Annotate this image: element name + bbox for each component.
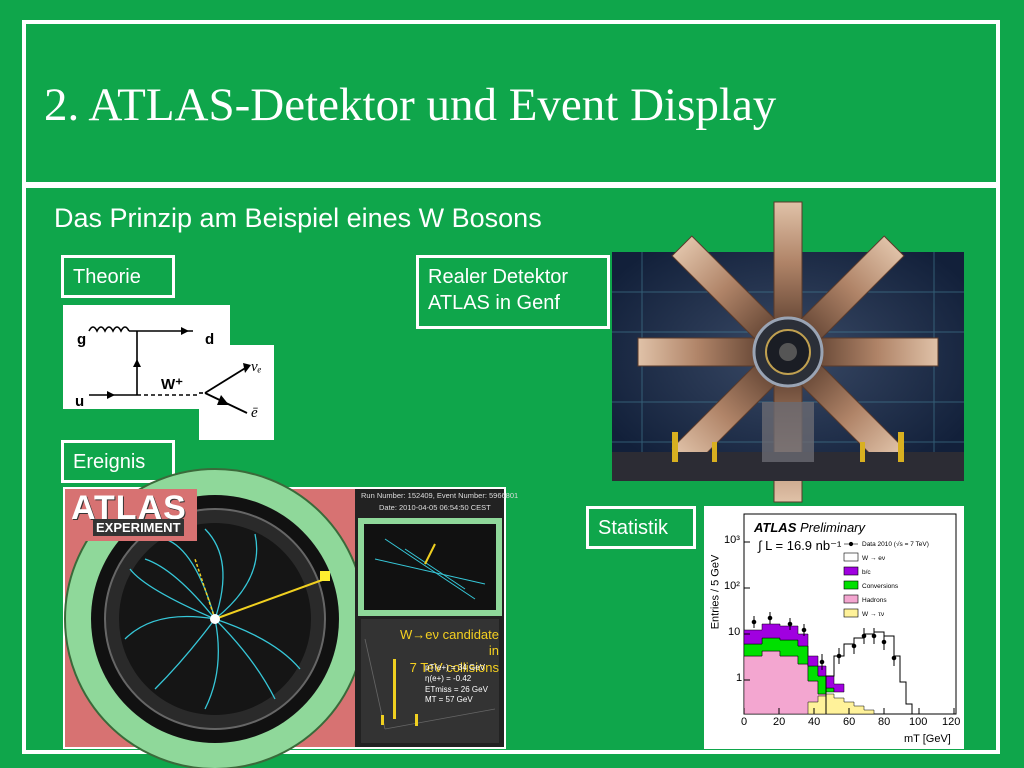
- ereignis-box: Ereignis: [61, 440, 175, 483]
- pt-value: pT(e+) = 34 GeV: [425, 663, 486, 672]
- event-display-graphic: [64, 468, 504, 768]
- candidate-line1: W→eν candidate in: [400, 627, 499, 659]
- preliminary-label: Preliminary: [800, 520, 866, 535]
- legend-wtaunu: W → τν: [862, 611, 885, 618]
- realer-detektor-line1: Realer Detektor: [428, 266, 569, 288]
- x-tick-60: 60: [843, 716, 856, 728]
- feynman-diagram-decay: νₑ ē: [199, 345, 274, 440]
- x-tick-20: 20: [773, 716, 786, 728]
- y-axis-label: Entries / 5 GeV: [709, 554, 722, 630]
- legend-bc: b/c: [862, 569, 871, 576]
- y-tick-1: 1: [736, 672, 743, 684]
- plot-legend: Data 2010 (√s = 7 TeV) W → eν b/c Conver…: [862, 538, 929, 622]
- positron-label: ē: [251, 405, 258, 421]
- legend-hadrons: Hadrons: [862, 597, 887, 604]
- mt-histogram: [743, 513, 957, 715]
- gluon-label: g: [77, 331, 87, 348]
- run-number-text: Run Number: 152409, Event Number: 596680…: [361, 491, 519, 500]
- feynman-decay-lines: [199, 363, 251, 414]
- candidate-text: W→eν candidate in 7 TeV collisions: [389, 627, 499, 676]
- luminosity-label: ∫ L = 16.9 nb⁻¹: [758, 538, 842, 553]
- legend-wenu: W → eν: [862, 555, 886, 562]
- etmiss-value: ETmiss = 26 GeV: [425, 684, 488, 694]
- x-tick-100: 100: [909, 716, 928, 728]
- atlas-preliminary-label: ATLAS Preliminary: [754, 520, 865, 535]
- realer-detektor-box: Realer Detektor ATLAS in Genf: [416, 255, 610, 329]
- legend-data: Data 2010 (√s = 7 TeV): [862, 541, 929, 548]
- y-tick-1000: 10³: [724, 534, 740, 546]
- event-display: ATLAS EXPERIMENT Run Number: 152409, Eve…: [63, 468, 518, 768]
- theorie-box: Theorie: [61, 255, 175, 298]
- y-tick-10: 10: [728, 626, 741, 638]
- slide-title: 2. ATLAS-Detektor und Event Display: [44, 79, 777, 131]
- x-tick-40: 40: [808, 716, 821, 728]
- x-axis-label: mT [GeV]: [904, 733, 951, 745]
- statistik-box: Statistik: [586, 506, 696, 549]
- atlas-detector-illustration: [612, 201, 964, 503]
- candidate-line2: 7 TeV collisions: [409, 659, 499, 675]
- down-quark-label: d: [205, 331, 215, 348]
- event-date-text: Date: 2010-04-05 06:54:50 CEST: [379, 503, 491, 512]
- atlas-experiment-text: EXPERIMENT: [93, 519, 184, 536]
- atlas-bold-label: ATLAS: [754, 520, 797, 535]
- w-boson-label: W⁺: [161, 376, 184, 393]
- statistik-plot: ATLAS Preliminary ∫ L = 16.9 nb⁻¹ Entrie…: [704, 506, 964, 749]
- content-frame: [22, 184, 1000, 754]
- atlas-detector-photo: [612, 201, 964, 503]
- event-kinematics: pT(e+) = 34 GeV η(e+) = -0.42 ETmiss = 2…: [425, 663, 488, 706]
- up-quark-label: u: [75, 393, 85, 410]
- x-tick-80: 80: [878, 716, 891, 728]
- neutrino-label: νₑ: [251, 359, 262, 375]
- x-tick-120: 120: [942, 716, 961, 728]
- legend-conversions: Conversions: [862, 583, 899, 590]
- realer-detektor-line2: ATLAS in Genf: [428, 292, 560, 314]
- mt-value: MT = 57 GeV: [425, 695, 473, 705]
- eta-value: η(e+) = -0.42: [425, 673, 472, 683]
- y-tick-100: 10²: [724, 580, 740, 592]
- slide-subtitle: Das Prinzip am Beispiel eines W Bosons: [54, 203, 542, 233]
- x-tick-0: 0: [741, 716, 748, 728]
